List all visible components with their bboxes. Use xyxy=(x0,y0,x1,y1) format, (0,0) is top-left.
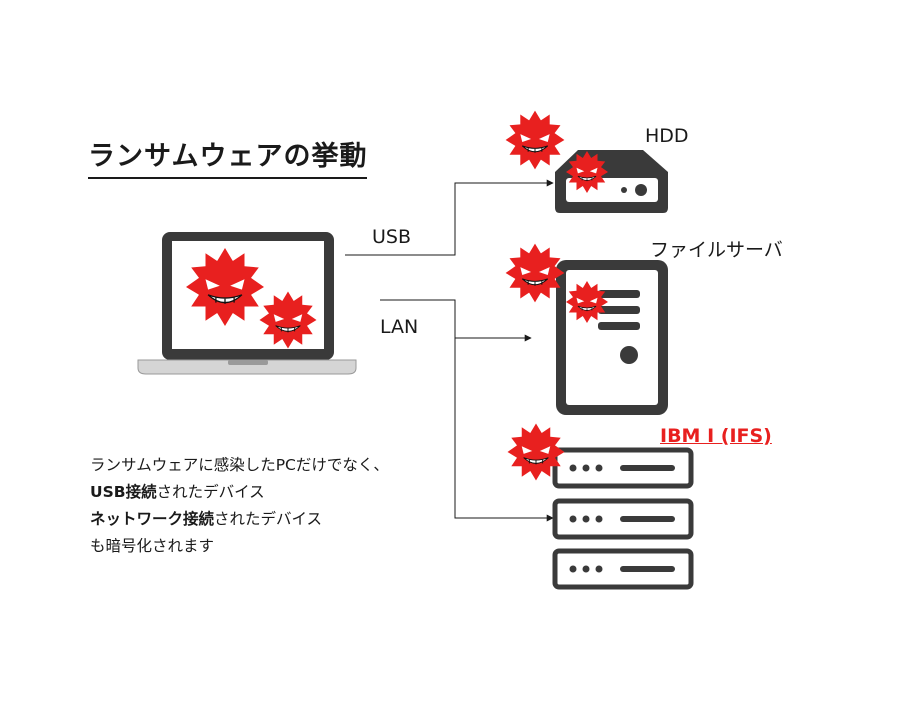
description-text: ランサムウェアに感染したPCだけでなく、 USB接続されたデバイス ネットワーク… xyxy=(90,452,389,560)
file-server-icon xyxy=(556,260,668,415)
virus-icon xyxy=(505,110,565,170)
description-line-3: ネットワーク接続されたデバイス xyxy=(90,506,389,533)
hdd-label: HDD xyxy=(645,125,689,147)
diagram-title: ランサムウェアの挙動 xyxy=(88,134,368,179)
description-line-4: も暗号化されます xyxy=(90,537,215,555)
rack-server-icon xyxy=(552,447,694,590)
file-server-label: ファイルサーバ xyxy=(650,239,783,261)
usb-connection-bold: USB接続 xyxy=(90,483,157,501)
ibmi-label: IBM I (IFS) xyxy=(660,425,772,447)
usb-connection-line xyxy=(345,179,554,256)
description-line-1: ランサムウェアに感染したPCだけでなく、 xyxy=(90,456,389,474)
virus-icon xyxy=(505,243,565,303)
lan-connection-line xyxy=(380,299,554,522)
lan-connection-label: LAN xyxy=(380,316,419,338)
description-line-2-rest: されたデバイス xyxy=(156,483,265,501)
description-line-3-rest: されたデバイス xyxy=(214,510,323,528)
network-connection-bold: ネットワーク接続 xyxy=(90,510,215,528)
description-line-2: USB接続されたデバイス xyxy=(90,479,389,506)
usb-connection-label: USB xyxy=(372,226,412,248)
